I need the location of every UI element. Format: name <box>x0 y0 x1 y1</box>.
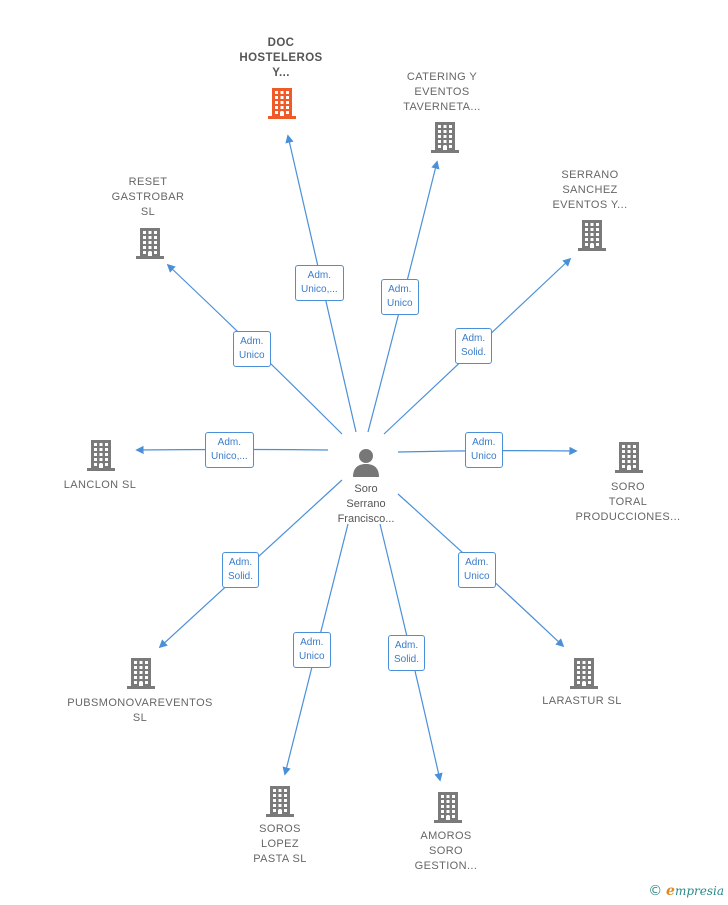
company-label-line: EVENTOS <box>414 86 470 98</box>
building-icon[interactable] <box>432 790 464 829</box>
role-label-line: Solid. <box>228 571 254 582</box>
role-label-serrano-sanchez[interactable]: Adm. Solid. <box>455 328 493 364</box>
company-label-line: SL <box>140 206 156 218</box>
building-icon[interactable] <box>266 86 298 125</box>
role-label-reset-gastrobar[interactable]: Adm. Unico <box>233 331 271 367</box>
company-label-line: GESTION... <box>414 860 478 872</box>
company-label-serrano-sanchez[interactable]: SERRANO SANCHEZ EVENTOS Y... <box>540 168 640 213</box>
role-label-line: Adm. <box>217 437 242 448</box>
company-label-line: TORAL <box>608 496 648 508</box>
role-label-line: Adm. <box>394 640 419 651</box>
company-label-line: EVENTOS Y... <box>552 199 628 211</box>
brand-logo-initial: e <box>666 883 675 899</box>
role-label-line: Unico,... <box>301 284 338 295</box>
center-name-line: Serrano <box>346 498 386 510</box>
company-label-pubsmonovareventos[interactable]: PUBSMONOVAREVENTOS SL <box>60 696 220 726</box>
building-icon[interactable] <box>613 440 645 479</box>
company-label-line: DOC <box>267 37 295 49</box>
company-label-catering-eventos[interactable]: CATERING Y EVENTOS TAVERNETA... <box>392 70 492 115</box>
role-label-doc-hosteleros[interactable]: Adm. Unico,... <box>295 265 344 301</box>
brand-logo-text: mpresia <box>674 884 724 898</box>
company-label-line: Y... <box>272 67 290 79</box>
role-label-line: Adm. <box>240 336 264 347</box>
company-label-line: GASTROBAR <box>111 191 185 203</box>
role-label-line: Solid. <box>461 347 487 358</box>
role-label-line: Adm. <box>472 437 496 448</box>
role-label-catering-eventos[interactable]: Adm. Unico <box>381 279 419 315</box>
role-label-line: Unico <box>239 350 265 361</box>
role-label-soros-lopez[interactable]: Adm. Unico <box>293 632 331 668</box>
company-label-line: LARASTUR SL <box>542 695 622 707</box>
company-label-line: PASTA SL <box>253 853 307 865</box>
company-label-soros-lopez[interactable]: SOROS LOPEZ PASTA SL <box>230 822 330 867</box>
company-label-reset-gastrobar[interactable]: RESET GASTROBAR SL <box>98 175 198 220</box>
role-label-line: Adm. <box>388 284 412 295</box>
role-label-line: Adm. <box>307 270 332 281</box>
company-label-line: SORO <box>611 481 645 493</box>
role-label-line: Adm. <box>300 637 324 648</box>
company-label-line: AMOROS <box>420 830 472 842</box>
role-label-line: Unico,... <box>211 451 248 462</box>
person-icon[interactable] <box>350 446 382 478</box>
company-label-line: SL <box>132 712 148 724</box>
role-label-soro-toral[interactable]: Adm. Unico <box>465 432 503 468</box>
center-name[interactable]: Soro Serrano Francisco... <box>318 482 414 527</box>
building-icon[interactable] <box>568 656 600 695</box>
company-label-amoros-soro[interactable]: AMOROS SORO GESTION... <box>396 829 496 874</box>
role-label-line: Unico <box>387 298 413 309</box>
brand-footer[interactable]: © empresia <box>648 883 724 899</box>
role-label-line: Adm. <box>461 333 486 344</box>
role-label-line: Unico <box>299 651 325 662</box>
role-label-larastur[interactable]: Adm. Unico <box>458 552 496 588</box>
company-label-line: RESET <box>128 176 168 188</box>
company-label-larastur[interactable]: LARASTUR SL <box>530 694 634 709</box>
company-label-line: SORO <box>429 845 463 857</box>
building-icon[interactable] <box>85 438 117 477</box>
role-label-line: Adm. <box>465 557 489 568</box>
building-icon[interactable] <box>125 656 157 695</box>
building-icon[interactable] <box>264 784 296 823</box>
role-label-amoros-soro[interactable]: Adm. Solid. <box>388 635 426 671</box>
company-label-line: LOPEZ <box>260 838 300 850</box>
company-label-line: CATERING Y <box>406 71 478 83</box>
company-label-soro-toral[interactable]: SORO TORAL PRODUCCIONES... <box>560 480 696 525</box>
building-icon[interactable] <box>134 226 166 265</box>
company-label-line: SANCHEZ <box>562 184 618 196</box>
company-label-line: PRODUCCIONES... <box>575 511 681 523</box>
company-label-line: SOROS <box>259 823 301 835</box>
company-label-line: SERRANO <box>561 169 619 181</box>
company-label-line: TAVERNETA... <box>403 101 481 113</box>
center-name-line: Francisco... <box>337 513 395 525</box>
company-label-line: HOSTELEROS <box>239 52 323 64</box>
company-label-lanclon[interactable]: LANCLON SL <box>50 478 150 493</box>
company-label-doc-hosteleros[interactable]: DOC HOSTELEROS Y... <box>231 36 331 81</box>
role-label-line: Unico <box>471 451 497 462</box>
building-icon[interactable] <box>429 120 461 159</box>
center-name-line: Soro <box>354 483 378 495</box>
role-label-line: Unico <box>464 571 490 582</box>
role-label-line: Adm. <box>228 557 253 568</box>
company-label-line: PUBSMONOVAREVENTOS <box>67 697 213 709</box>
building-icon[interactable] <box>576 218 608 257</box>
copyright-icon: © <box>648 883 663 899</box>
role-label-lanclon[interactable]: Adm. Unico,... <box>205 432 254 468</box>
company-label-line: LANCLON SL <box>63 479 137 491</box>
role-label-pubsmonovareventos[interactable]: Adm. Solid. <box>222 552 260 588</box>
role-label-line: Solid. <box>394 654 420 665</box>
